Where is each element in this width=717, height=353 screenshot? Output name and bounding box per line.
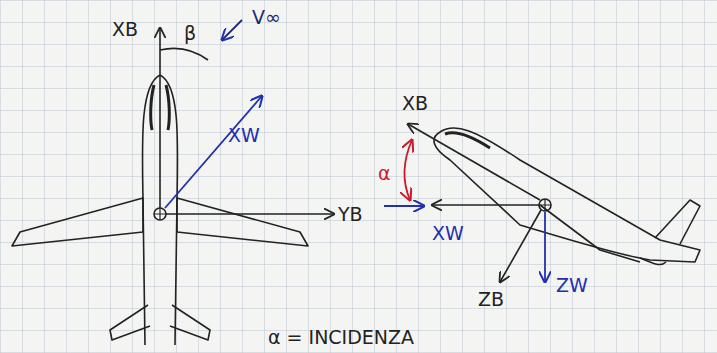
- axis-label: XW: [228, 126, 260, 145]
- angle-label: α: [378, 164, 391, 183]
- axis-label: ZW: [556, 276, 588, 295]
- axis-label: ZB: [478, 290, 504, 309]
- axis-label: YB: [338, 205, 363, 224]
- velocity-label: V∞: [252, 8, 281, 27]
- axis-label: XW: [432, 224, 464, 243]
- angle-label: β: [184, 24, 196, 43]
- note-text: α = INCIDENZA: [268, 328, 414, 347]
- axis-label: XB: [112, 20, 138, 39]
- axis-label: XB: [402, 94, 428, 113]
